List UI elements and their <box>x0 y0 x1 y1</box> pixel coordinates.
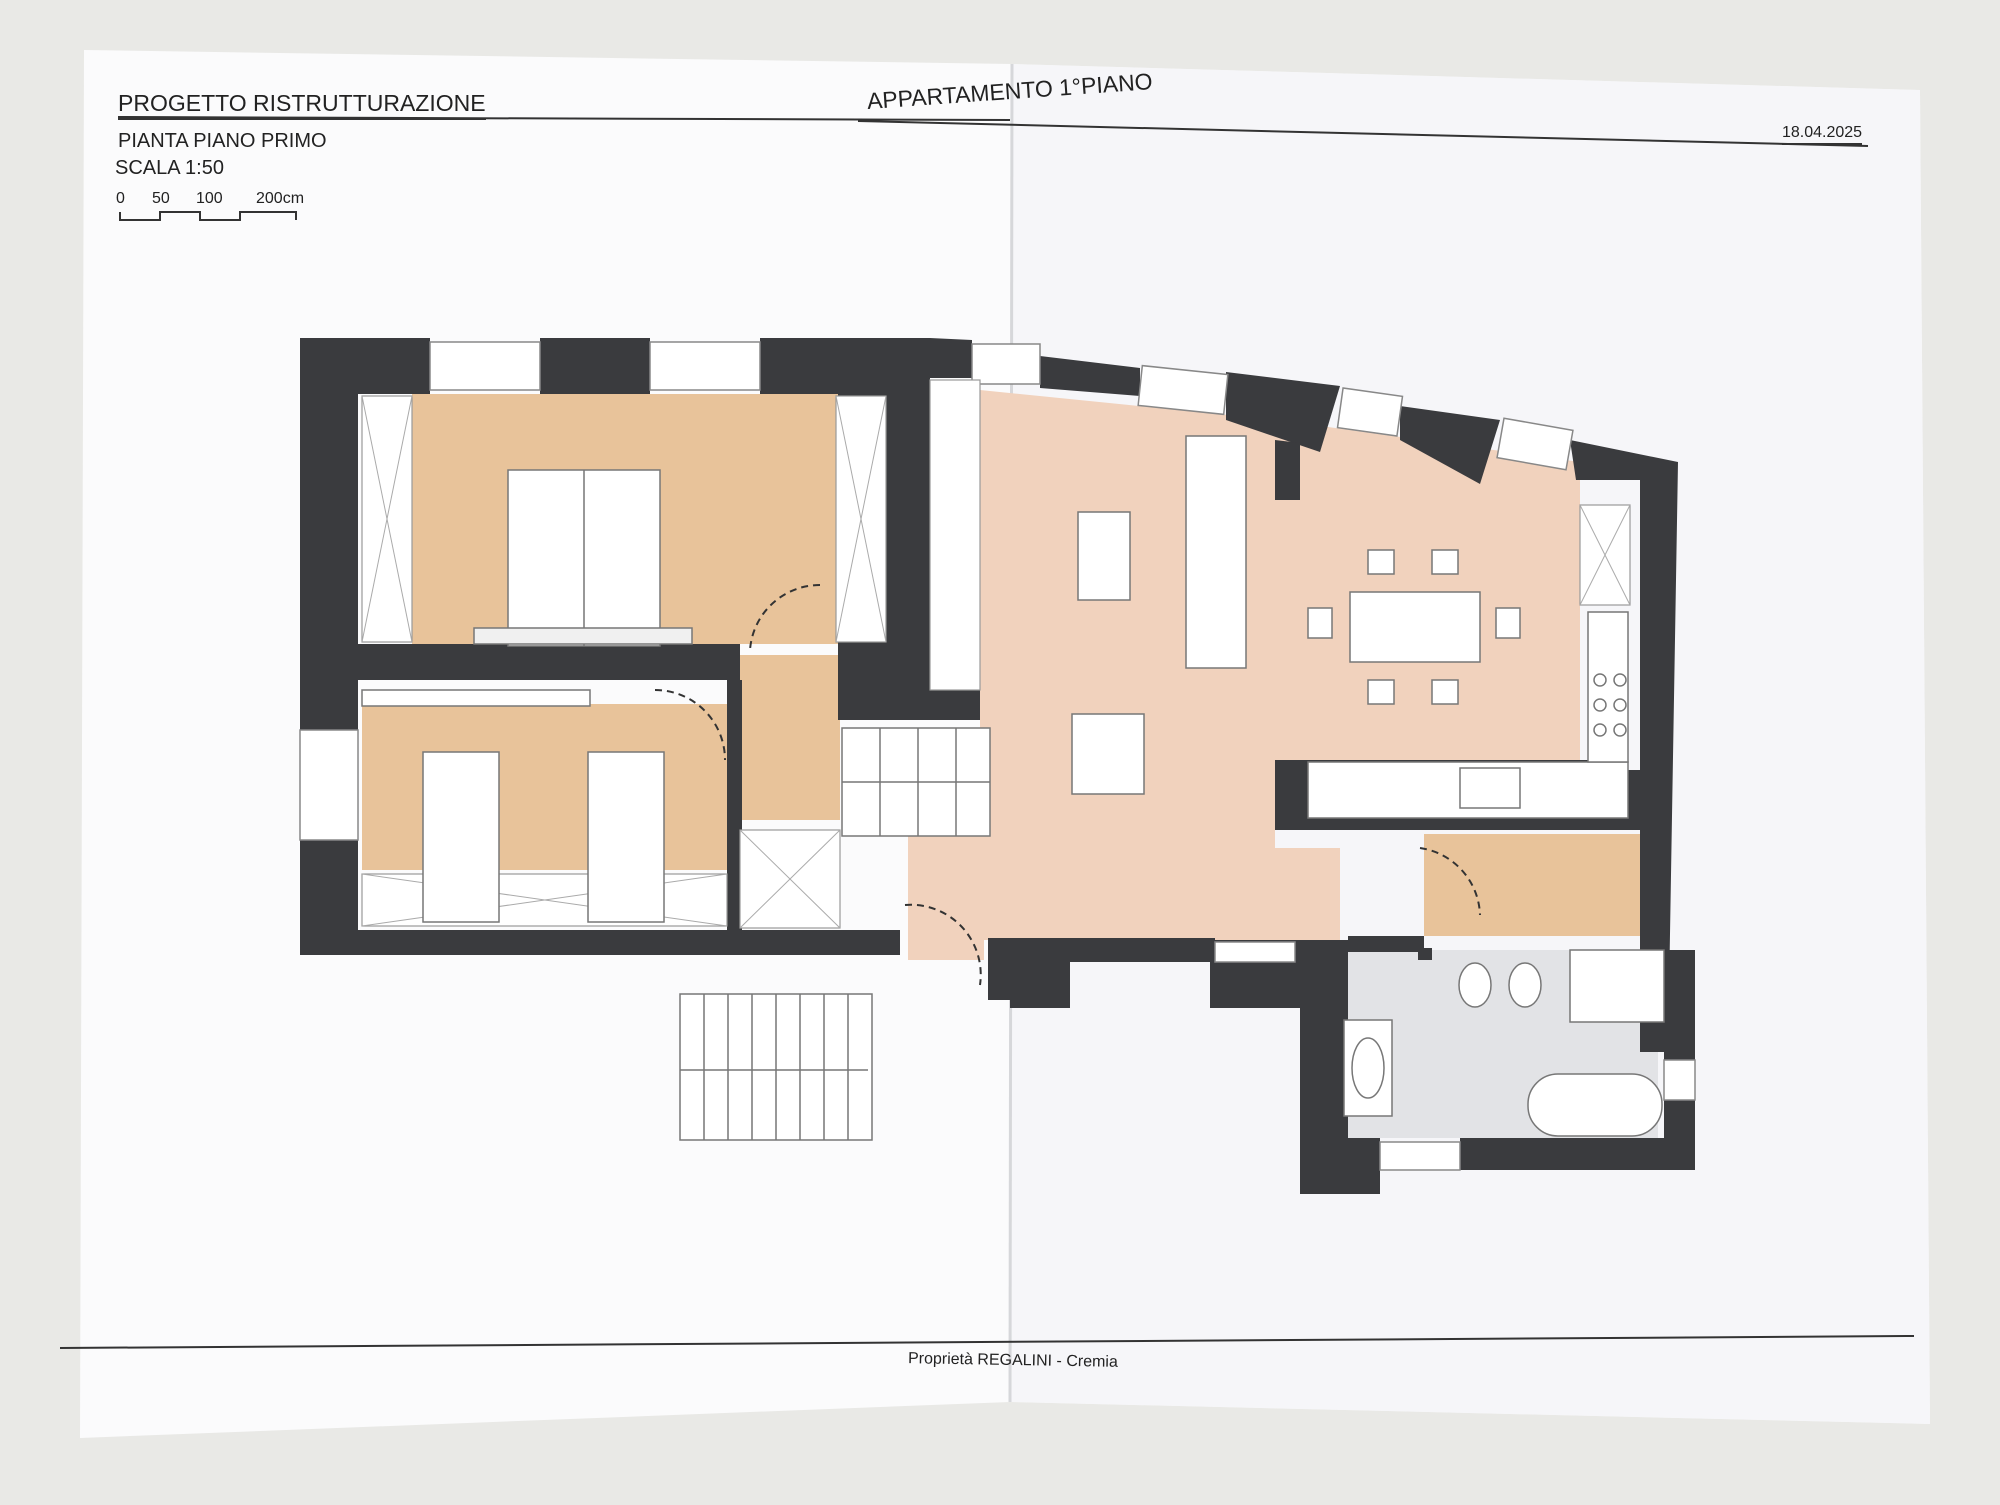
footer-line <box>59 1335 1915 1349</box>
scale-label: SCALA 1:50 <box>115 157 224 179</box>
stairs <box>679 727 991 1141</box>
windows <box>299 341 1696 1171</box>
storage-floor <box>1424 834 1640 936</box>
scale-tick-100: 100 <box>196 190 223 207</box>
plan-title: PIANTA PIANO PRIMO <box>118 130 327 152</box>
header-line-right <box>857 120 1869 147</box>
project-title: PROGETTO RISTRUTTURAZIONE <box>118 90 486 120</box>
scale-tick-200cm: 200cm <box>256 190 305 207</box>
scale-tick-0: 0 <box>116 190 125 207</box>
date-label: 18.04.2025 <box>1782 124 1863 145</box>
header-line-left <box>117 116 1011 121</box>
wardrobe-hatching <box>361 395 1631 929</box>
hall-floor <box>728 655 840 820</box>
beds <box>361 469 693 923</box>
door-swings <box>654 583 1481 986</box>
bedroom-2-floor <box>362 704 727 870</box>
bathroom-fixtures <box>1343 949 1665 1137</box>
scale-bar <box>119 211 297 221</box>
living-furniture <box>1071 435 1521 795</box>
owner-label: Proprietà REGALINI - Cremia <box>907 1350 1118 1371</box>
scale-tick-50: 50 <box>152 190 170 207</box>
living-kitchen-floor <box>908 390 1580 960</box>
kitchen-counters <box>1307 611 1629 819</box>
